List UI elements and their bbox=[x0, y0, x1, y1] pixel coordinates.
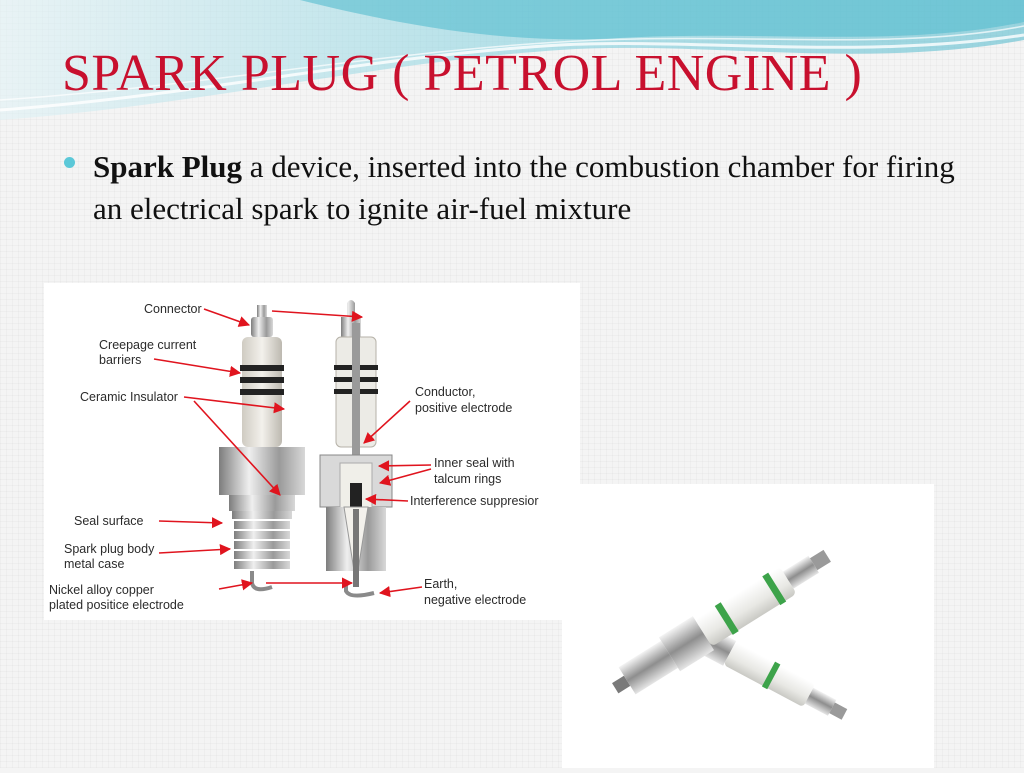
spark-plugs-photo bbox=[562, 484, 934, 768]
label-creepage-line2: barriers bbox=[99, 353, 141, 367]
spark-plug-cutaway-illustration bbox=[319, 300, 393, 598]
bullet-term: Spark Plug bbox=[93, 149, 243, 184]
spark-plug-photo-front bbox=[612, 549, 831, 695]
label-body-line1: Spark plug body bbox=[64, 542, 155, 556]
slide-title: SPARK PLUG ( PETROL ENGINE ) bbox=[62, 45, 863, 102]
label-creepage-line1: Creepage current bbox=[99, 338, 197, 352]
label-conductor-line1: Conductor, bbox=[415, 385, 475, 399]
label-conductor-line2: positive electrode bbox=[415, 401, 512, 415]
label-earth-line2: negative electrode bbox=[424, 593, 526, 607]
label-ceramic-insulator: Ceramic Insulator bbox=[80, 390, 178, 404]
label-body-line2: metal case bbox=[64, 557, 124, 571]
spark-plug-diagram: Connector Creepage current barriers Cera… bbox=[44, 283, 580, 620]
label-inner-seal-line2: talcum rings bbox=[434, 472, 501, 486]
header-wave-decoration bbox=[0, 0, 1024, 120]
label-earth-line1: Earth, bbox=[424, 577, 457, 591]
label-nickel-line2: plated positice electrode bbox=[49, 598, 184, 612]
label-nickel-line1: Nickel alloy copper bbox=[49, 583, 154, 597]
bullet-dot-icon bbox=[64, 157, 75, 168]
label-seal-surface: Seal surface bbox=[74, 514, 144, 528]
label-connector: Connector bbox=[144, 302, 202, 316]
spark-plug-exterior-illustration bbox=[219, 305, 305, 592]
bullet-definition: a device, inserted into the combustion c… bbox=[93, 149, 955, 226]
label-inner-seal-line1: Inner seal with bbox=[434, 456, 515, 470]
bullet-text: Spark Plug a device, inserted into the c… bbox=[93, 146, 963, 230]
callout-arrows bbox=[153, 308, 432, 598]
label-interference: Interference suppresior bbox=[410, 494, 539, 508]
